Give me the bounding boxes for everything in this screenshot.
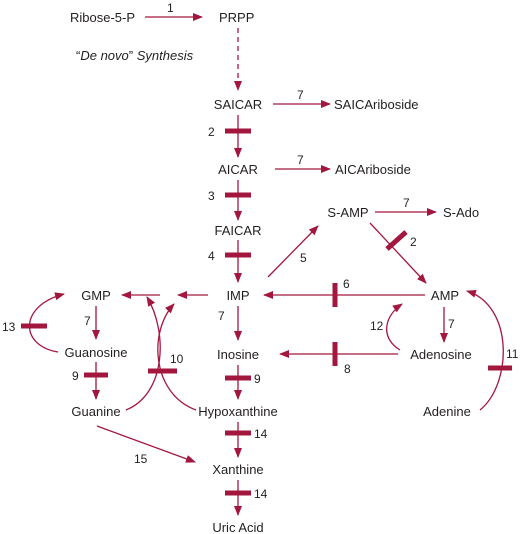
node-prpp: PRPP (219, 10, 254, 25)
de-novo-close-quote: ” (129, 48, 133, 63)
enzyme-number-6: 6 (343, 277, 350, 291)
enzyme-number-7-amp: 7 (448, 317, 455, 331)
edges (28, 13, 504, 516)
node-hypoxanthine: Hypoxanthine (198, 404, 278, 419)
edge-imp-to-samp (267, 225, 319, 278)
enzyme-number-9-guanosine: 9 (72, 369, 79, 383)
enzyme-number-14-hypoxanthine: 14 (254, 427, 268, 441)
enzyme-number-7-samp: 7 (403, 196, 410, 210)
enzyme-number-4: 4 (208, 249, 215, 263)
de-novo-term: De novo (80, 48, 128, 63)
node-xanthine: Xanthine (212, 462, 263, 477)
enzyme-number-12: 12 (370, 319, 384, 333)
enzyme-number-5: 5 (300, 251, 307, 265)
edge-adenine-to-amp-salvage (466, 289, 504, 411)
node-aicariboside: AICAriboside (335, 162, 411, 177)
enzyme-number-2-saicar: 2 (208, 125, 215, 139)
edge-hypoxanthine-to-imp-salvage (157, 303, 197, 411)
edge-adenosine-to-amp-salvage (386, 303, 403, 351)
enzyme-number-15: 15 (134, 452, 148, 466)
enzyme-number-13: 13 (2, 320, 16, 334)
enzyme-number-14-xanthine: 14 (254, 487, 268, 501)
enzyme-numbers: 1 7 2 7 3 7 2 4 5 6 7 7 7 12 13 10 11 8 … (2, 1, 519, 501)
node-guanosine: Guanosine (65, 345, 128, 360)
enzyme-number-2-samp: 2 (410, 235, 417, 249)
node-inosine: Inosine (217, 347, 259, 362)
node-ribose-5-p: Ribose-5-P (70, 10, 135, 25)
node-saicar: SAICAR (214, 97, 262, 112)
node-guanine: Guanine (71, 404, 120, 419)
edge-guanine-to-gmp-salvage (125, 296, 161, 411)
de-novo-synthesis-label: “De novo” Synthesis (76, 48, 194, 63)
node-aicar: AICAR (218, 162, 258, 177)
enzyme-number-7-imp: 7 (218, 309, 225, 323)
enzyme-number-8: 8 (344, 362, 351, 376)
node-gmp: GMP (81, 288, 111, 303)
de-novo-open-quote: “ (76, 48, 80, 63)
node-saicariboside: SAICAriboside (334, 97, 419, 112)
enzyme-number-7-aicar: 7 (297, 153, 304, 167)
de-novo-synthesis-word: Synthesis (133, 48, 193, 63)
node-uric-acid: Uric Acid (212, 520, 263, 534)
enzyme-number-9-inosine: 9 (254, 372, 261, 386)
node-s-ado: S-Ado (443, 205, 479, 220)
node-amp: AMP (431, 288, 459, 303)
enzyme-number-10: 10 (170, 352, 184, 366)
node-adenine: Adenine (423, 404, 471, 419)
metabolite-labels: Ribose-5-P PRPP SAICAR SAICAriboside AIC… (65, 10, 480, 534)
node-faicar: FAICAR (215, 223, 262, 238)
node-s-amp: S-AMP (327, 205, 368, 220)
enzyme-number-7-gmp: 7 (84, 314, 91, 328)
enzyme-number-7-saicar: 7 (297, 88, 304, 102)
edge-guanine-to-xanthine (96, 425, 196, 463)
edge-guanosine-to-gmp-salvage (28, 292, 65, 353)
enzyme-number-1: 1 (167, 1, 174, 15)
node-imp: IMP (226, 288, 249, 303)
enzyme-block-bars (21, 128, 512, 496)
edge-samp-to-amp (369, 222, 427, 284)
node-adenosine: Adenosine (410, 347, 471, 362)
enzyme-number-3: 3 (208, 189, 215, 203)
enzyme-number-11: 11 (506, 347, 519, 361)
block-bar-enzyme-2-samp (385, 230, 408, 251)
